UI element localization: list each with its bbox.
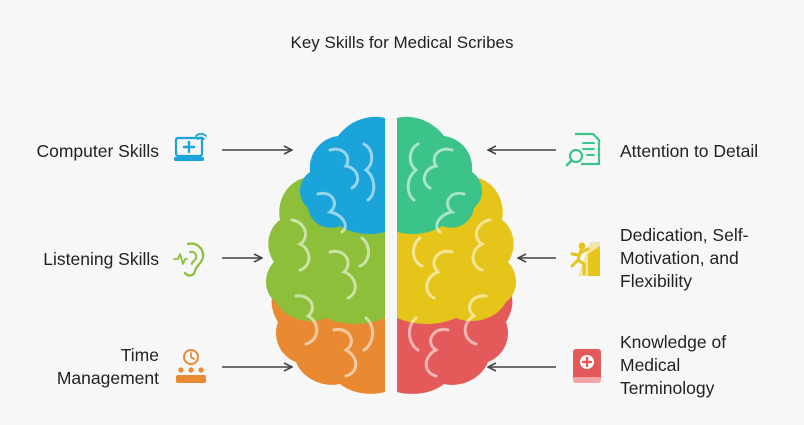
ear-icon	[173, 242, 205, 277]
document-search-icon	[565, 132, 601, 167]
clock-schedule-icon	[176, 349, 206, 383]
brain-lobe-blue	[299, 116, 385, 234]
laptop-medical-icon	[174, 132, 207, 161]
climber-icon	[570, 242, 600, 276]
brain-right-hemisphere	[397, 116, 516, 394]
medical-book-icon	[573, 349, 601, 383]
label-dedication: Dedication, Self- Motivation, and Flexib…	[620, 225, 749, 291]
label-computer-skills: Computer Skills	[36, 141, 159, 161]
label-attention-to-detail: Attention to Detail	[620, 141, 759, 161]
label-listening-skills: Listening Skills	[43, 249, 159, 269]
label-knowledge-terminology: Knowledge of Medical Terminology	[620, 332, 727, 398]
page-title: Key Skills for Medical Scribes	[290, 33, 514, 52]
brain-lobe-teal	[397, 116, 483, 234]
label-time-management: Time Management	[56, 345, 159, 388]
brain-left-hemisphere	[266, 116, 385, 394]
